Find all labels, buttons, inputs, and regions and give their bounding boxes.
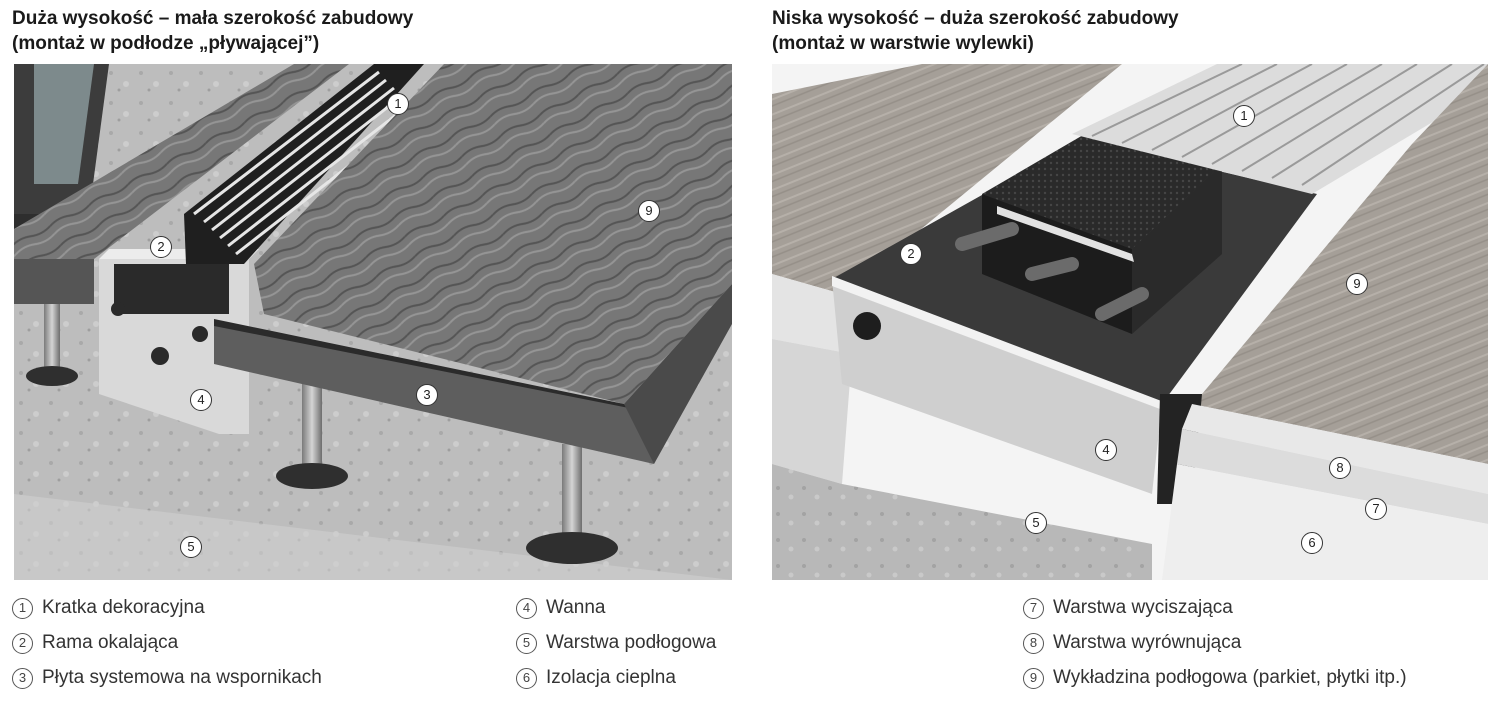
legend-item-3: 3 Płyta systemowa na wspornikach bbox=[12, 666, 322, 690]
marker-2-right: 2 bbox=[900, 243, 922, 265]
legend-item-7: 7 Warstwa wyciszająca bbox=[1023, 596, 1233, 620]
right-illustration: 1 2 9 4 8 7 5 6 bbox=[772, 64, 1488, 580]
right-title-line1: Niska wysokość – duża szerokość zabudowy bbox=[772, 8, 1179, 29]
left-illustration: 1 2 9 4 3 5 bbox=[14, 64, 732, 580]
marker-9-left: 9 bbox=[638, 200, 660, 222]
legend-number: 8 bbox=[1023, 632, 1044, 654]
marker-9-right: 9 bbox=[1346, 273, 1368, 295]
legend-label: Wykładzina podłogowa (parkiet, płytki it… bbox=[1053, 667, 1407, 688]
marker-8-right: 8 bbox=[1329, 457, 1351, 479]
left-title-line2: (montaż w podłodze „pływającej”) bbox=[12, 33, 320, 54]
legend-label: Warstwa podłogowa bbox=[546, 632, 717, 653]
legend-item-5: 5 Warstwa podłogowa bbox=[516, 631, 716, 655]
marker-2-left: 2 bbox=[150, 236, 172, 258]
legend-number: 5 bbox=[516, 632, 537, 654]
legend-label: Kratka dekoracyjna bbox=[42, 597, 205, 618]
marker-1-right: 1 bbox=[1233, 105, 1255, 127]
screed-floor-diagram bbox=[772, 64, 1488, 580]
left-diagram-title: Duża wysokość – mała szerokość zabudowy … bbox=[12, 6, 413, 56]
marker-4-left: 4 bbox=[190, 389, 212, 411]
marker-6-right: 6 bbox=[1301, 532, 1323, 554]
legend-item-4: 4 Wanna bbox=[516, 596, 606, 620]
left-title-line1: Duża wysokość – mała szerokość zabudowy bbox=[12, 8, 414, 29]
legend-number: 3 bbox=[12, 667, 33, 689]
legend-number: 1 bbox=[12, 597, 33, 619]
legend-item-2: 2 Rama okalająca bbox=[12, 631, 178, 655]
legend-label: Wanna bbox=[546, 597, 606, 618]
legend-number: 4 bbox=[516, 597, 537, 619]
legend-number: 6 bbox=[516, 667, 537, 689]
legend-item-8: 8 Warstwa wyrównująca bbox=[1023, 631, 1241, 655]
legend-item-9: 9 Wykładzina podłogowa (parkiet, płytki … bbox=[1023, 666, 1407, 690]
marker-3-left: 3 bbox=[416, 384, 438, 406]
marker-5-left: 5 bbox=[180, 536, 202, 558]
right-diagram-title: Niska wysokość – duża szerokość zabudowy… bbox=[772, 6, 1179, 56]
marker-4-right: 4 bbox=[1095, 439, 1117, 461]
marker-5-right: 5 bbox=[1025, 512, 1047, 534]
right-title-line2: (montaż w warstwie wylewki) bbox=[772, 33, 1034, 54]
legend-label: Warstwa wyrównująca bbox=[1053, 632, 1242, 653]
legend-label: Warstwa wyciszająca bbox=[1053, 597, 1233, 618]
legend-item-6: 6 Izolacja cieplna bbox=[516, 666, 676, 690]
marker-1-left: 1 bbox=[387, 93, 409, 115]
marker-7-right: 7 bbox=[1365, 498, 1387, 520]
legend-number: 2 bbox=[12, 632, 33, 654]
raised-floor-diagram bbox=[14, 64, 732, 580]
legend-label: Płyta systemowa na wspornikach bbox=[42, 667, 322, 688]
legend-item-1: 1 Kratka dekoracyjna bbox=[12, 596, 205, 620]
legend-label: Izolacja cieplna bbox=[546, 667, 676, 688]
legend-number: 7 bbox=[1023, 597, 1044, 619]
legend-number: 9 bbox=[1023, 667, 1044, 689]
legend-label: Rama okalająca bbox=[42, 632, 179, 653]
